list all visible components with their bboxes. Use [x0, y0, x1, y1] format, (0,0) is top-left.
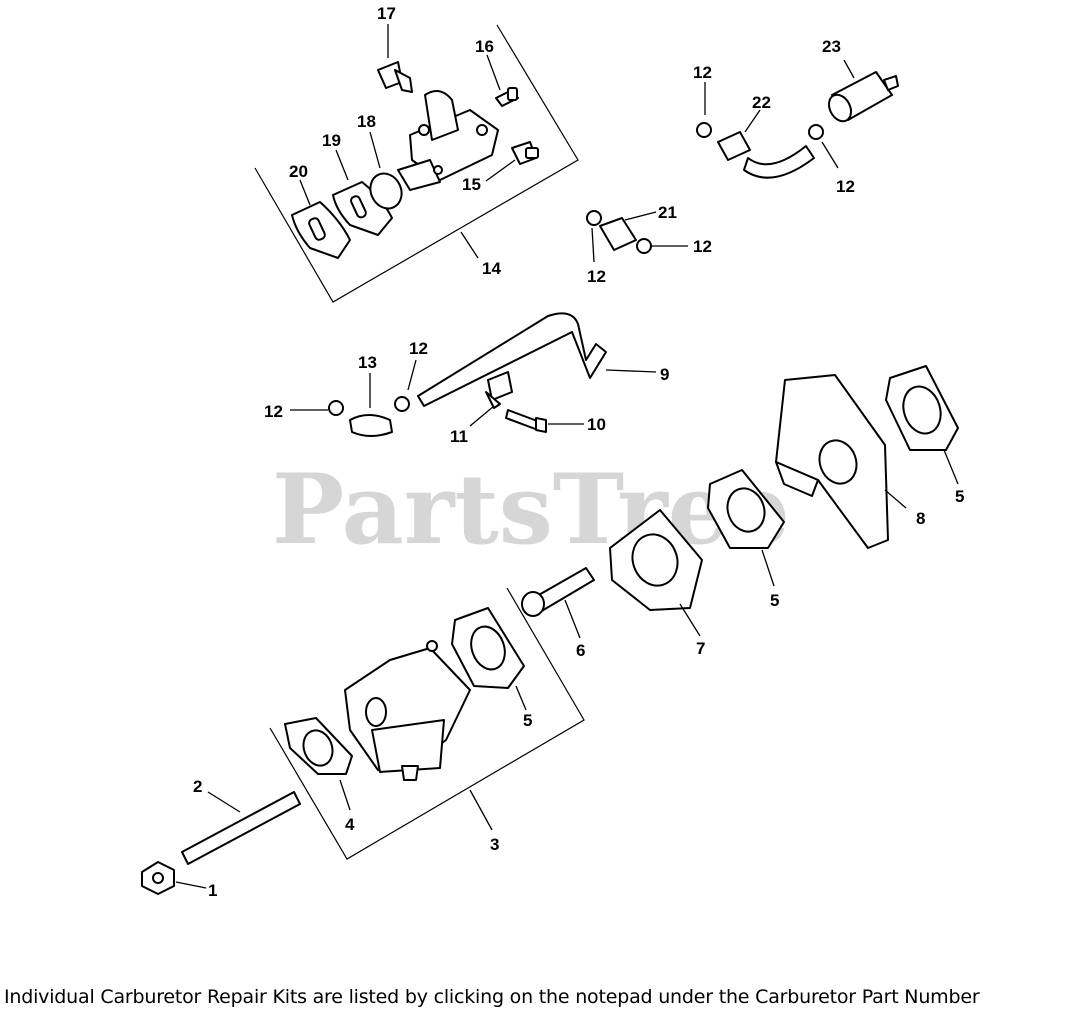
part-14-fuel-pump-body[interactable] — [397, 90, 499, 191]
callout-16: 16 — [475, 37, 494, 56]
callout-5-a: 5 — [955, 487, 964, 506]
hose-clamps-12[interactable] — [328, 122, 824, 416]
callout-4: 4 — [345, 815, 355, 834]
callout-9: 9 — [660, 365, 669, 384]
callout-18: 18 — [357, 112, 376, 131]
part-19-plate[interactable] — [332, 181, 393, 236]
part-17-elbow-fitting[interactable] — [377, 61, 413, 93]
callout-5-b: 5 — [770, 591, 779, 610]
part-20-gasket[interactable] — [291, 201, 351, 259]
callout-22: 22 — [752, 93, 771, 112]
callout-5-c: 5 — [523, 711, 532, 730]
part-10-bolt[interactable] — [505, 409, 547, 433]
callout-13: 13 — [358, 353, 377, 372]
callout-21: 21 — [658, 203, 677, 222]
callout-12-e: 12 — [409, 339, 428, 358]
part-11-clip[interactable] — [485, 371, 513, 409]
watermark-brand: PartsTree — [272, 453, 790, 566]
callout-7: 7 — [696, 639, 705, 658]
part-23-fuel-filter[interactable] — [825, 71, 899, 125]
callout-20: 20 — [289, 162, 308, 181]
callout-23: 23 — [822, 37, 841, 56]
part-1-nut[interactable] — [141, 861, 175, 895]
part-callouts: 17 16 18 19 20 15 14 12 22 23 12 21 12 1… — [193, 4, 964, 900]
exploded-parts-diagram: PartsTree TM — [141, 4, 964, 900]
callout-12-c: 12 — [693, 237, 712, 256]
part-3-carburetor[interactable] — [344, 640, 471, 781]
callout-19: 19 — [322, 131, 341, 150]
partstree-watermark: PartsTree TM — [272, 453, 809, 566]
callout-11: 11 — [450, 427, 468, 446]
part-9-fuel-line[interactable] — [417, 312, 607, 407]
leader-lines — [175, 24, 959, 889]
callout-8: 8 — [916, 509, 925, 528]
part-7-spacer[interactable] — [609, 509, 703, 611]
carburetor-kit-note: Individual Carburetor Repair Kits are li… — [4, 986, 980, 1008]
callout-15: 15 — [462, 175, 481, 194]
part-21-fuel-hose[interactable] — [599, 217, 637, 251]
part-5-gasket-carb[interactable] — [451, 607, 525, 689]
carburetor-kit-bracket — [269, 587, 585, 860]
callout-14: 14 — [482, 259, 501, 278]
part-13-hose[interactable] — [349, 414, 393, 437]
callout-17: 17 — [377, 4, 396, 23]
callout-2: 2 — [193, 777, 202, 796]
callout-10: 10 — [587, 415, 606, 434]
fuel-pump-kit-bracket — [254, 24, 579, 303]
part-15-fitting[interactable] — [511, 141, 539, 165]
part-8-air-baffle[interactable] — [775, 374, 889, 549]
part-16-screw[interactable] — [495, 87, 519, 107]
part-4-gasket[interactable] — [284, 717, 353, 775]
callout-12-f: 12 — [264, 402, 283, 421]
part-2-stud[interactable] — [181, 791, 301, 865]
callout-1: 1 — [208, 881, 217, 900]
part-5-gasket-top[interactable] — [885, 365, 959, 451]
callout-12-a: 12 — [693, 63, 712, 82]
callout-6: 6 — [576, 641, 585, 660]
part-22-fuel-hose[interactable] — [717, 131, 815, 179]
callout-12-d: 12 — [587, 267, 606, 286]
callout-12-b: 12 — [836, 177, 855, 196]
part-18-seal-ring[interactable] — [365, 168, 407, 213]
part-6-bolt[interactable] — [521, 567, 595, 617]
callout-3: 3 — [490, 835, 499, 854]
part-5-gasket-mid[interactable] — [707, 469, 785, 549]
